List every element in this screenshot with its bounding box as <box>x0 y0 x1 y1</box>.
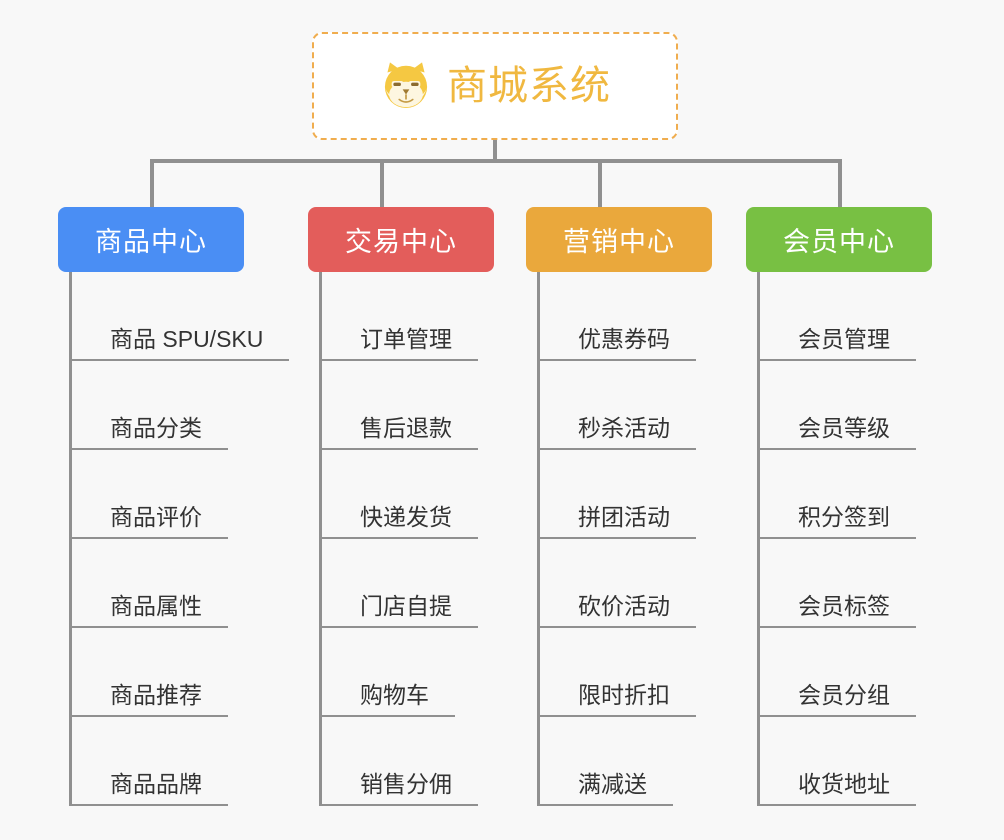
list-item[interactable]: 快递发货 <box>322 450 494 539</box>
list-item-label: 商品分类 <box>72 414 228 450</box>
list-item-label: 拼团活动 <box>540 503 696 539</box>
list-item-label: 砍价活动 <box>540 592 696 628</box>
list-item[interactable]: 会员等级 <box>760 361 932 450</box>
root-node[interactable]: 商城系统 <box>312 32 678 140</box>
list-item[interactable]: 砍价活动 <box>540 539 712 628</box>
column-product-center: 商品中心 商品 SPU/SKU 商品分类 商品评价 商品属性 商品推荐 商品品牌 <box>58 207 290 806</box>
list-item-label: 售后退款 <box>322 414 478 450</box>
list-item-label: 限时折扣 <box>540 681 696 717</box>
category-label: 商品中心 <box>95 227 207 257</box>
list-item[interactable]: 订单管理 <box>322 272 494 361</box>
list-item-label: 门店自提 <box>322 592 478 628</box>
list-item[interactable]: 商品推荐 <box>72 628 244 717</box>
category-header-trade[interactable]: 交易中心 <box>308 207 494 272</box>
category-label: 交易中心 <box>345 227 457 257</box>
list-item-label: 满减送 <box>540 770 673 806</box>
root-title: 商城系统 <box>447 64 611 108</box>
list-item[interactable]: 会员分组 <box>760 628 932 717</box>
list-item[interactable]: 会员管理 <box>760 272 932 361</box>
list-item[interactable]: 秒杀活动 <box>540 361 712 450</box>
column-marketing-center: 营销中心 优惠券码 秒杀活动 拼团活动 砍价活动 限时折扣 满减送 <box>526 207 712 806</box>
list-item[interactable]: 积分签到 <box>760 450 932 539</box>
category-header-marketing[interactable]: 营销中心 <box>526 207 712 272</box>
list-item[interactable]: 购物车 <box>322 628 494 717</box>
list-item-label: 优惠券码 <box>540 325 696 361</box>
category-items-trade: 订单管理 售后退款 快递发货 门店自提 购物车 销售分佣 <box>319 272 494 806</box>
list-item-label: 会员管理 <box>760 325 916 361</box>
list-item[interactable]: 商品评价 <box>72 450 244 539</box>
list-item-label: 商品品牌 <box>72 770 228 806</box>
list-item[interactable]: 售后退款 <box>322 361 494 450</box>
list-item[interactable]: 会员标签 <box>760 539 932 628</box>
list-item[interactable]: 拼团活动 <box>540 450 712 539</box>
list-item-label: 收货地址 <box>760 770 916 806</box>
list-item-label: 销售分佣 <box>322 770 478 806</box>
connector-drop-1 <box>150 159 154 207</box>
list-item-label: 会员标签 <box>760 592 916 628</box>
connector-drop-3 <box>598 159 602 207</box>
list-item-label: 商品推荐 <box>72 681 228 717</box>
dog-face-icon <box>379 59 433 113</box>
list-item[interactable]: 优惠券码 <box>540 272 712 361</box>
list-item-label: 秒杀活动 <box>540 414 696 450</box>
list-item[interactable]: 收货地址 <box>760 717 932 806</box>
list-item[interactable]: 商品属性 <box>72 539 244 628</box>
list-item[interactable]: 门店自提 <box>322 539 494 628</box>
connector-horizontal-bus <box>150 159 842 163</box>
category-items-member: 会员管理 会员等级 积分签到 会员标签 会员分组 收货地址 <box>757 272 932 806</box>
connector-root-stem <box>493 140 497 163</box>
column-trade-center: 交易中心 订单管理 售后退款 快递发货 门店自提 购物车 销售分佣 <box>308 207 494 806</box>
connector-drop-2 <box>380 159 384 207</box>
list-item[interactable]: 商品分类 <box>72 361 244 450</box>
list-item-label: 积分签到 <box>760 503 916 539</box>
list-item-label: 会员分组 <box>760 681 916 717</box>
category-label: 会员中心 <box>783 227 895 257</box>
list-item[interactable]: 限时折扣 <box>540 628 712 717</box>
category-items-product: 商品 SPU/SKU 商品分类 商品评价 商品属性 商品推荐 商品品牌 <box>69 272 290 806</box>
list-item-label: 商品属性 <box>72 592 228 628</box>
category-header-product[interactable]: 商品中心 <box>58 207 244 272</box>
list-item-label: 购物车 <box>322 681 455 717</box>
list-item-label: 商品 SPU/SKU <box>72 325 290 361</box>
list-item[interactable]: 销售分佣 <box>322 717 494 806</box>
list-item-label: 快递发货 <box>322 503 478 539</box>
category-items-marketing: 优惠券码 秒杀活动 拼团活动 砍价活动 限时折扣 满减送 <box>537 272 712 806</box>
list-item-label: 会员等级 <box>760 414 916 450</box>
category-header-member[interactable]: 会员中心 <box>746 207 932 272</box>
connector-drop-4 <box>838 159 842 207</box>
list-item[interactable]: 商品品牌 <box>72 717 244 806</box>
list-item-label: 商品评价 <box>72 503 228 539</box>
list-item[interactable]: 商品 SPU/SKU <box>72 272 290 361</box>
category-label: 营销中心 <box>563 227 675 257</box>
list-item-label: 订单管理 <box>322 325 478 361</box>
column-member-center: 会员中心 会员管理 会员等级 积分签到 会员标签 会员分组 收货地址 <box>746 207 932 806</box>
list-item[interactable]: 满减送 <box>540 717 712 806</box>
